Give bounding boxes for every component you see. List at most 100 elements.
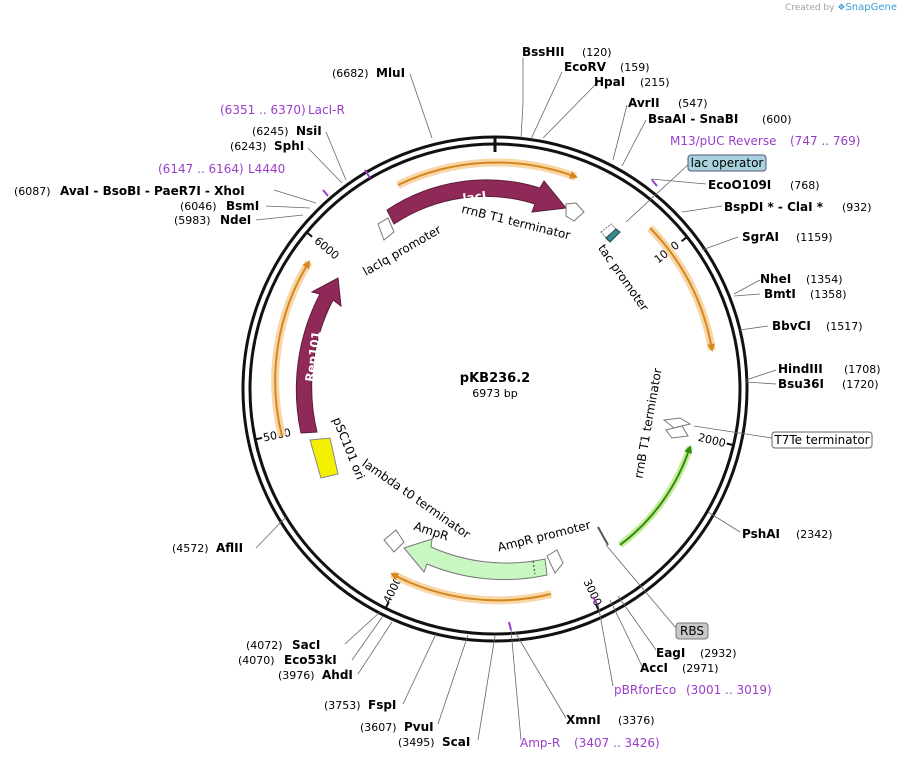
t7te-arrow bbox=[665, 425, 689, 439]
primer-pbr-name: pBRforEco bbox=[614, 683, 676, 697]
site-hpai-pos: (215) bbox=[640, 76, 670, 89]
site-xmni-pos: (3376) bbox=[618, 714, 655, 727]
site-aflii: AflII bbox=[216, 541, 243, 555]
leader-rbs bbox=[605, 544, 677, 629]
site-mlui: MluI bbox=[376, 66, 405, 80]
restriction-sites: BssHII (120) EcoRV (159) HpaI (215) AvrI… bbox=[14, 45, 881, 749]
site-bsmi: BsmI bbox=[226, 199, 259, 213]
leader-amp bbox=[510, 629, 522, 741]
site-ndei: NdeI bbox=[220, 213, 251, 227]
primer-l4440-range: (6147 .. 6164) bbox=[158, 162, 244, 176]
site-fspi-pos: (3753) bbox=[324, 699, 361, 712]
leader-eco0109i bbox=[650, 178, 707, 185]
primer-amp-range: (3407 .. 3426) bbox=[574, 736, 660, 750]
site-bmti: BmtI bbox=[764, 287, 796, 301]
leader-mlui bbox=[409, 73, 433, 139]
green-arc bbox=[619, 445, 692, 546]
tick-mark bbox=[726, 442, 735, 447]
primer-mark-laci-r bbox=[364, 169, 371, 179]
feature-shapes bbox=[295, 179, 692, 581]
leader-nsii bbox=[325, 131, 347, 181]
site-acci: AccI bbox=[640, 661, 668, 675]
label-ampr-promoter: AmpR promoter bbox=[496, 518, 592, 555]
site-hpai: HpaI bbox=[594, 75, 625, 89]
primer-m13-range: (747 .. 769) bbox=[790, 134, 860, 148]
lac-operator-block bbox=[605, 228, 621, 243]
leader-bspdi bbox=[681, 205, 723, 213]
site-sgrai-pos: (1159) bbox=[796, 231, 833, 244]
leader-lines bbox=[255, 58, 777, 741]
site-sphi: SphI bbox=[274, 139, 304, 153]
leader-avai bbox=[273, 189, 317, 204]
ori-block bbox=[309, 437, 339, 479]
orf-left bbox=[274, 260, 311, 437]
site-sgrai: SgrAI bbox=[742, 230, 779, 244]
rrnb-right-arrow bbox=[662, 417, 692, 429]
tick-mark bbox=[384, 601, 390, 610]
orf-bottom bbox=[390, 573, 552, 602]
primer-laci-r-name: LacI-R bbox=[308, 103, 345, 117]
leader-ndei bbox=[255, 214, 304, 221]
leader-scai bbox=[477, 635, 496, 741]
primer-labels: (6351 .. 6370) LacI-R (6147 .. 6164) L44… bbox=[158, 103, 860, 750]
site-pshai: PshAI bbox=[742, 527, 780, 541]
lacIq-promoter-arrow bbox=[377, 217, 395, 241]
rbs-rect bbox=[675, 622, 709, 640]
t7te-box: T7Te terminator bbox=[771, 431, 873, 449]
tick-label: 6000 bbox=[312, 234, 342, 262]
site-avrii: AvrII bbox=[628, 96, 660, 110]
site-nhei-pos: (1354) bbox=[806, 273, 843, 286]
tick-label: 2000 bbox=[697, 431, 727, 450]
tick-mark bbox=[305, 230, 313, 238]
ampr-arrow bbox=[403, 538, 548, 581]
site-nhei: NheI bbox=[760, 272, 791, 286]
primer-l4440-name: L4440 bbox=[248, 162, 285, 176]
site-scai: ScaI bbox=[442, 735, 470, 749]
site-saci: SacI bbox=[292, 638, 320, 652]
site-avai-pos: (6087) bbox=[14, 185, 51, 198]
leader-ecorv bbox=[530, 71, 563, 140]
t7te-rect bbox=[771, 431, 873, 449]
primer-pbr-range: (3001 .. 3019) bbox=[686, 683, 772, 697]
site-bbvci-pos: (1517) bbox=[826, 320, 863, 333]
primer-marks bbox=[322, 169, 658, 631]
leader-pshai bbox=[707, 511, 741, 533]
site-xmni: XmnI bbox=[566, 713, 601, 727]
site-hindiii: HindIII bbox=[778, 362, 823, 376]
site-pvui-pos: (3607) bbox=[360, 721, 397, 734]
site-bsshii-pos: (120) bbox=[582, 46, 612, 59]
site-pshai-pos: (2342) bbox=[796, 528, 833, 541]
site-ahdi-pos: (3976) bbox=[278, 669, 315, 682]
site-pvui: PvuI bbox=[404, 720, 434, 734]
credit-text: Created by bbox=[784, 3, 835, 13]
site-eco53ki-pos: (4070) bbox=[238, 654, 275, 667]
primer-mark-pbr bbox=[592, 596, 598, 605]
lac-operator-box: lac operator bbox=[687, 154, 767, 172]
rbs-box: RBS bbox=[675, 622, 709, 640]
leader-sgrai bbox=[701, 236, 739, 251]
rbs-label: RBS bbox=[680, 624, 704, 638]
site-bsshii: BssHII bbox=[522, 45, 564, 59]
leader-bsaai bbox=[621, 119, 647, 167]
snapgene-logo-icon: ❖ bbox=[837, 3, 846, 13]
orf-top-line bbox=[397, 161, 578, 186]
site-ecorv: EcoRV bbox=[564, 60, 607, 74]
site-fspi: FspI bbox=[368, 698, 396, 712]
plasmid-name: pKB236.2 bbox=[460, 371, 530, 386]
leader-acci bbox=[609, 599, 643, 667]
site-eco0109i: EcoO109I bbox=[708, 178, 771, 192]
leader-eco53ki bbox=[351, 615, 384, 661]
site-eco53ki: Eco53kI bbox=[284, 653, 337, 667]
primer-mark-l4440 bbox=[322, 189, 329, 197]
rrnb-top-arrow bbox=[565, 202, 585, 222]
site-saci-pos: (4072) bbox=[246, 639, 283, 652]
site-mlui-pos: (6682) bbox=[332, 67, 369, 80]
lambda-arrow bbox=[383, 529, 405, 553]
leader-hindiii bbox=[745, 369, 777, 381]
label-tac: tac promoter bbox=[595, 242, 651, 314]
site-ndei-pos: (5983) bbox=[174, 214, 211, 227]
site-eagi: EagI bbox=[656, 646, 685, 660]
site-bsaai-pos: (600) bbox=[762, 113, 792, 126]
site-avrii-pos: (547) bbox=[678, 97, 708, 110]
